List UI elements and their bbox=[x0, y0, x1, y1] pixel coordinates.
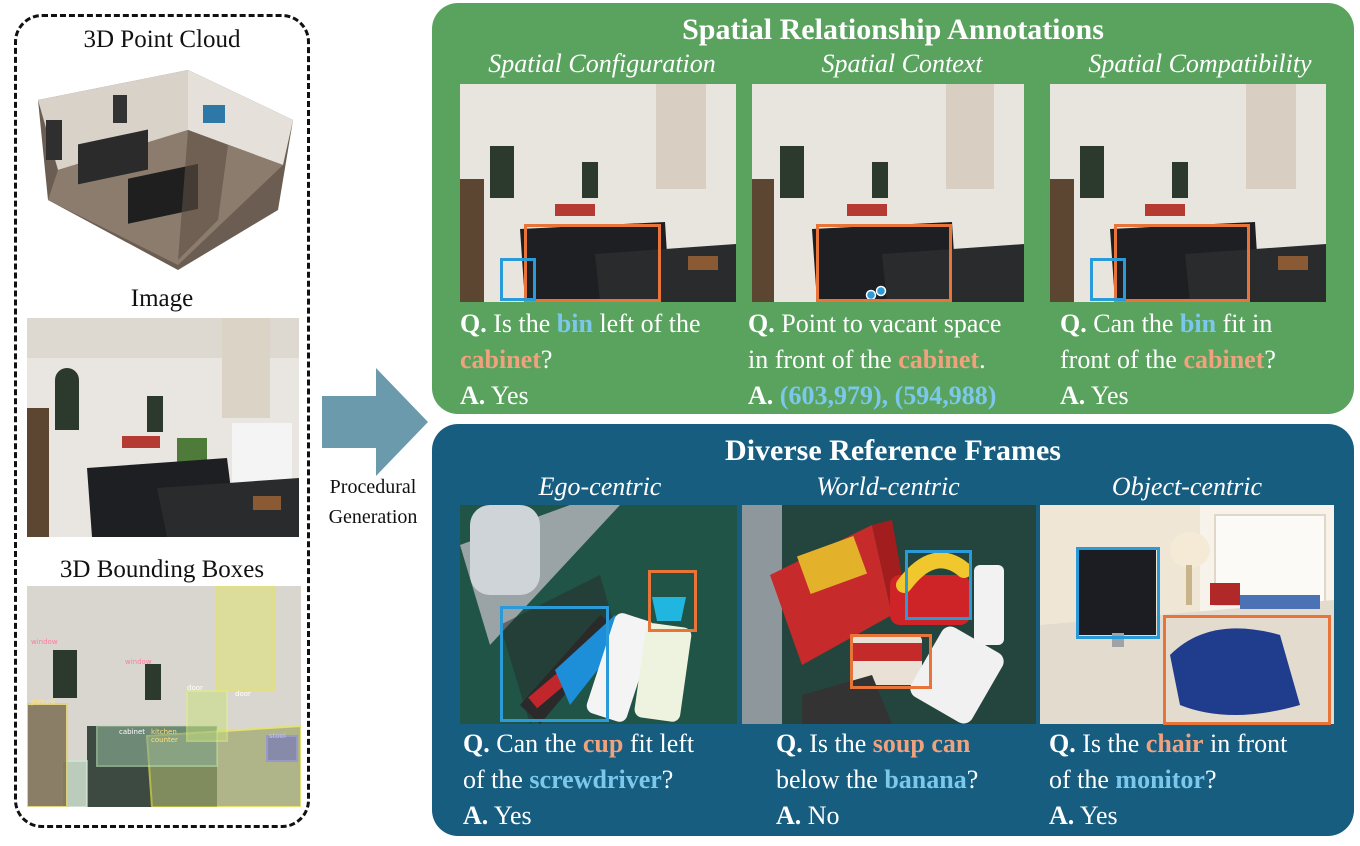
bbox-label-door-2: door bbox=[235, 690, 251, 698]
monitor-bbox bbox=[1076, 547, 1160, 639]
world-centric-qa: Q. Is the soup can below the banana? A. … bbox=[776, 729, 979, 830]
procedural-label-line1: Procedural bbox=[329, 476, 417, 498]
chair-highlight: chair bbox=[1145, 729, 1204, 758]
cabinet-highlight: cabinet bbox=[460, 345, 541, 374]
right-arrow-icon bbox=[322, 368, 428, 476]
kitchen-image bbox=[27, 318, 299, 537]
monitor-highlight: monitor bbox=[1115, 765, 1205, 794]
context-image bbox=[752, 84, 1024, 302]
point-coordinates: (603,979), (594,988) bbox=[779, 381, 997, 410]
procedural-generation-label: Procedural Generation bbox=[312, 472, 434, 532]
point-cloud-image bbox=[38, 70, 293, 270]
cabinet-highlight: cabinet bbox=[898, 345, 980, 374]
soup-can-bbox bbox=[850, 634, 932, 689]
screwdriver-bbox bbox=[500, 606, 609, 722]
bin-bbox-compat bbox=[1090, 258, 1126, 301]
chair-bbox bbox=[1163, 615, 1331, 725]
image-title: Image bbox=[130, 285, 194, 312]
ego-centric-title: Ego-centric bbox=[538, 472, 662, 501]
ego-centric-image bbox=[460, 505, 737, 724]
object-centric-qa: Q. Is the chair in front of the monitor?… bbox=[1049, 729, 1288, 830]
spatial-configuration-title: Spatial Configuration bbox=[488, 49, 716, 78]
bbox-label-counter: counter bbox=[151, 736, 178, 744]
cup-bbox bbox=[648, 570, 697, 632]
cabinet-bbox-compat bbox=[1114, 224, 1250, 302]
bbox-label-window-1: window bbox=[31, 638, 58, 646]
bin-highlight: bin bbox=[1179, 309, 1217, 338]
bbox-label-picture: picture bbox=[31, 698, 55, 706]
object-centric-title: Object-centric bbox=[1111, 472, 1263, 501]
cup-highlight: cup bbox=[582, 729, 624, 758]
input-panel bbox=[14, 14, 310, 828]
configuration-qa: Q. Is the bin left of the cabinet? A. Ye… bbox=[460, 309, 701, 410]
bbox-label-door-1: door bbox=[187, 684, 203, 692]
object-centric-image bbox=[1040, 505, 1334, 724]
cabinet-highlight: cabinet bbox=[1183, 345, 1265, 374]
bin-highlight: bin bbox=[556, 309, 593, 338]
world-centric-image bbox=[742, 505, 1036, 724]
bbox-image: window window picture door door cabinet … bbox=[27, 586, 301, 807]
frames-panel-title: Diverse Reference Frames bbox=[725, 434, 1061, 467]
bbox-title: 3D Bounding Boxes bbox=[59, 556, 265, 583]
bbox-label-window-2: window bbox=[125, 658, 152, 666]
cabinet-bbox-context bbox=[816, 224, 952, 302]
bin-bbox-config bbox=[500, 258, 536, 301]
screwdriver-highlight: screwdriver bbox=[529, 765, 662, 794]
point-cloud-title: 3D Point Cloud bbox=[83, 26, 241, 53]
spatial-compatibility-title: Spatial Compatibility bbox=[1088, 49, 1312, 78]
compatibility-image bbox=[1050, 84, 1326, 302]
compatibility-qa: Q. Can the bin fit in front of the cabin… bbox=[1060, 309, 1276, 410]
cabinet-bbox-config bbox=[524, 224, 661, 302]
bbox-label-cabinet: cabinet bbox=[119, 728, 145, 736]
ego-centric-qa: Q. Can the cup fit left of the screwdriv… bbox=[463, 729, 695, 830]
banana-bbox bbox=[905, 550, 972, 620]
banana-highlight: banana bbox=[884, 765, 967, 794]
bbox-label-stool: stool bbox=[269, 732, 286, 740]
procedural-label-line2: Generation bbox=[328, 506, 418, 528]
configuration-image bbox=[460, 84, 736, 302]
bbox-label-kitchen: kitchen bbox=[151, 728, 177, 736]
context-qa: Q. Point to vacant space in front of the… bbox=[748, 309, 1002, 410]
spatial-context-title: Spatial Context bbox=[821, 49, 983, 78]
soup-can-highlight: soup can bbox=[872, 729, 971, 758]
spatial-panel-title: Spatial Relationship Annotations bbox=[682, 13, 1104, 46]
world-centric-title: World-centric bbox=[816, 472, 960, 501]
